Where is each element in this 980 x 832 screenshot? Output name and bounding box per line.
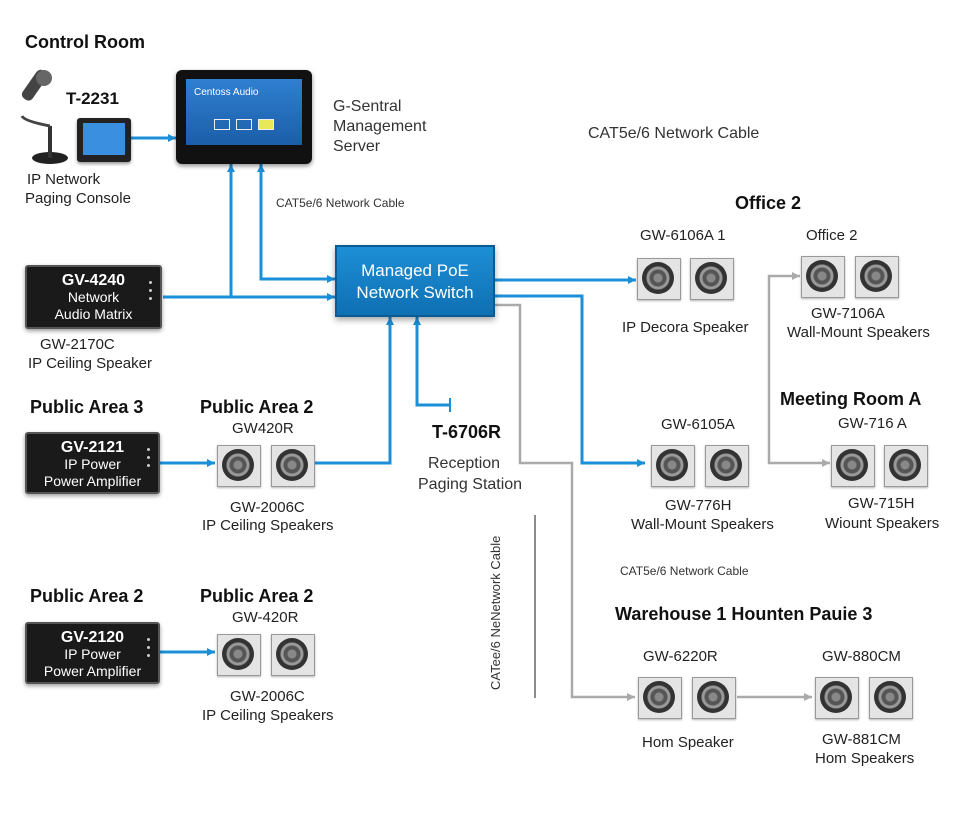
cable-label-server: CAT5e/6 Network Cable (276, 196, 405, 210)
horn-speaker-icon (869, 677, 913, 719)
cable-switch-meeting (495, 294, 645, 465)
server-label-2: Management (333, 118, 427, 135)
cable-switch-public3 (300, 317, 392, 465)
amp-3-model: GV-2121 (60, 439, 125, 456)
decora-desc: IP Decora Speaker (622, 319, 749, 336)
zone-2-speaker-desc: IP Ceiling Speakers (202, 707, 334, 724)
management-server-monitor: Centoss Audio (176, 70, 312, 164)
control-room-heading: Control Room (25, 32, 145, 52)
cable-switch-warehouse (495, 303, 635, 699)
cable-switch-reception (415, 317, 450, 407)
matrix-model: GV-4240 (61, 272, 126, 289)
warehouse-left-model: GW-6220R (643, 648, 718, 665)
amp-2-model: GV-2120 (60, 629, 125, 646)
decora-model: GW-6106A 1 (640, 227, 726, 244)
public-area-3-heading: Public Area 3 (30, 397, 144, 417)
public-area-2-heading: Public Area 2 (30, 586, 144, 606)
monitor-brand: Centoss Audio (194, 87, 259, 98)
zone-2-speaker-model: GW-2006C (230, 688, 305, 705)
paging-console (77, 118, 131, 162)
reception-model: T-6706R (432, 422, 502, 442)
zone-3-speaker-model: GW-2006C (230, 499, 305, 516)
matrix-line-2: Network (67, 289, 120, 305)
wall-speaker-icon (651, 445, 695, 487)
amp-2-line-2: IP Power (64, 646, 121, 662)
meeting-right-model-2: GW-715H (848, 495, 915, 512)
wall-speaker-icon (705, 445, 749, 487)
console-desc-2: Paging Console (25, 190, 131, 207)
amp-3-line-3: Power Amplifier (43, 473, 142, 489)
wall-speaker-icon (884, 445, 928, 487)
zone-3-heading: Public Area 2 (200, 397, 314, 417)
server-label-3: Server (333, 138, 381, 155)
switch-line-2: Network Switch (356, 283, 474, 302)
server-label-1: G-Sentral (333, 98, 402, 115)
wall-model: GW-7106A (811, 305, 885, 322)
decora-speaker-icon (690, 258, 734, 300)
ceiling-speaker-model: GW-2170C (40, 336, 115, 353)
audio-matrix-device: GV-4240 Network Audio Matrix (25, 265, 162, 329)
horn-speaker-icon (638, 677, 682, 719)
warehouse-right-model-2: GW-881CM (822, 731, 901, 748)
switch-line-1: Managed PoE (361, 261, 469, 280)
screen-icon (236, 119, 252, 130)
ceiling-speaker-icon (271, 634, 315, 676)
amp-3-line-2: IP Power (64, 456, 121, 472)
warehouse-left-desc: Hom Speaker (642, 734, 734, 751)
ceiling-speaker-desc: IP Ceiling Speaker (28, 355, 152, 372)
meeting-left-model: GW-6105A (661, 416, 735, 433)
decora-speaker-icon (637, 258, 681, 300)
wall-speaker-icon (831, 445, 875, 487)
screen-icon (258, 119, 274, 130)
wall-speaker-icon (855, 256, 899, 298)
horn-speaker-icon (692, 677, 736, 719)
wall-desc: Wall-Mount Speakers (787, 324, 930, 341)
zone-3-speaker-desc: IP Ceiling Speakers (202, 517, 334, 534)
zone-3-model: GW420R (232, 420, 294, 437)
power-amplifier-2: GV-2120 IP Power Power Amplifier (25, 622, 160, 684)
reception-line-2: Paging Station (418, 476, 523, 493)
cable-server-switch (259, 164, 335, 281)
microphone-icon (20, 69, 68, 164)
reception-line-1: Reception (428, 455, 501, 472)
zone-2-heading: Public Area 2 (200, 586, 314, 606)
meeting-left-model-2: GW-776H (665, 497, 732, 514)
console-desc-1: IP Network (27, 171, 101, 188)
ceiling-speaker-icon (217, 634, 261, 676)
cable-label-vertical: CATee/6 NeNetwork Cable (488, 535, 503, 690)
zone-2-model: GW-420R (232, 609, 299, 626)
console-model: T-2231 (66, 89, 119, 108)
ceiling-speaker-icon (217, 445, 261, 487)
warehouse-heading: Warehouse 1 Hounten Pauie 3 (615, 604, 873, 624)
warehouse-right-desc: Hom Speakers (815, 750, 915, 767)
meeting-right-desc: Wiount Speakers (825, 515, 940, 532)
meeting-right-model: GW-716 A (838, 415, 907, 432)
wall-speaker-icon (801, 256, 845, 298)
office-2-heading: Office 2 (735, 193, 802, 213)
office-2-sub-heading: Office 2 (806, 227, 858, 244)
cable-label-mid: CAT5e/6 Network Cable (620, 564, 749, 578)
cable-office2-meeting (767, 274, 830, 465)
power-amplifier-3: GV-2121 IP Power Power Amplifier (25, 432, 160, 494)
matrix-line-3: Audio Matrix (54, 306, 133, 322)
meeting-room-heading: Meeting Room A (780, 389, 922, 409)
ceiling-speaker-icon (271, 445, 315, 487)
cable-label-top: CAT5e/6 Network Cable (588, 125, 760, 142)
meeting-left-desc: Wall-Mount Speakers (631, 516, 774, 533)
managed-poe-switch: Managed PoE Network Switch (335, 245, 495, 317)
screen-icon (214, 119, 230, 130)
horn-speaker-icon (815, 677, 859, 719)
warehouse-right-model: GW-880CM (822, 648, 901, 665)
amp-2-line-3: Power Amplifier (43, 663, 142, 679)
